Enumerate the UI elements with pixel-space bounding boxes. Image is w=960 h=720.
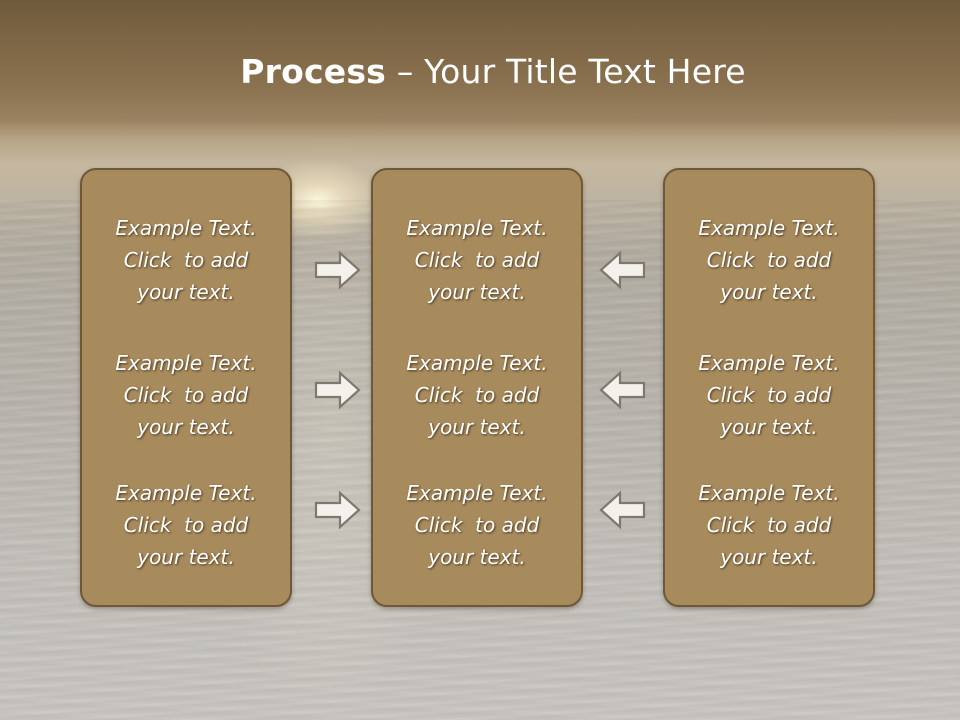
- text-line: Example Text.: [698, 481, 840, 505]
- text-line: Click to add: [414, 383, 540, 407]
- text-line: your text.: [137, 280, 235, 304]
- left-text-2[interactable]: Example Text. Click to add your text.: [80, 347, 292, 443]
- text-line: Click to add: [706, 513, 832, 537]
- text-line: Click to add: [706, 248, 832, 272]
- text-line: your text.: [720, 415, 818, 439]
- center-process-box: [371, 168, 583, 607]
- text-line: your text.: [720, 545, 818, 569]
- left-arrow-icon: [599, 370, 646, 410]
- right-text-3[interactable]: Example Text. Click to add your text.: [663, 477, 875, 573]
- left-arrow-icon: [599, 490, 646, 530]
- text-line: Example Text.: [698, 351, 840, 375]
- text-line: your text.: [428, 415, 526, 439]
- center-text-1[interactable]: Example Text. Click to add your text.: [371, 212, 583, 308]
- right-text-1[interactable]: Example Text. Click to add your text.: [663, 212, 875, 308]
- left-text-3[interactable]: Example Text. Click to add your text.: [80, 477, 292, 573]
- text-line: Example Text.: [406, 216, 548, 240]
- text-line: Example Text.: [406, 351, 548, 375]
- left-text-1[interactable]: Example Text. Click to add your text.: [80, 212, 292, 308]
- text-line: Click to add: [414, 513, 540, 537]
- left-arrow-icon: [599, 250, 646, 290]
- left-process-box: [80, 168, 292, 607]
- title-bold: Process: [240, 52, 387, 91]
- text-line: Click to add: [123, 513, 249, 537]
- text-line: Click to add: [414, 248, 540, 272]
- text-line: Example Text.: [115, 216, 257, 240]
- text-line: Example Text.: [406, 481, 548, 505]
- right-arrow-icon: [314, 490, 361, 530]
- text-line: Click to add: [123, 248, 249, 272]
- text-line: your text.: [137, 415, 235, 439]
- center-text-2[interactable]: Example Text. Click to add your text.: [371, 347, 583, 443]
- right-arrow-icon: [314, 370, 361, 410]
- title-rest: – Your Title Text Here: [386, 52, 746, 91]
- center-text-3[interactable]: Example Text. Click to add your text.: [371, 477, 583, 573]
- right-arrow-icon: [314, 250, 361, 290]
- right-text-2[interactable]: Example Text. Click to add your text.: [663, 347, 875, 443]
- text-line: your text.: [137, 545, 235, 569]
- text-line: Example Text.: [115, 351, 257, 375]
- text-line: your text.: [428, 280, 526, 304]
- text-line: your text.: [428, 545, 526, 569]
- right-process-box: [663, 168, 875, 607]
- text-line: your text.: [720, 280, 818, 304]
- text-line: Click to add: [123, 383, 249, 407]
- text-line: Click to add: [706, 383, 832, 407]
- slide-title[interactable]: Process – Your Title Text Here: [0, 52, 960, 91]
- text-line: Example Text.: [698, 216, 840, 240]
- text-line: Example Text.: [115, 481, 257, 505]
